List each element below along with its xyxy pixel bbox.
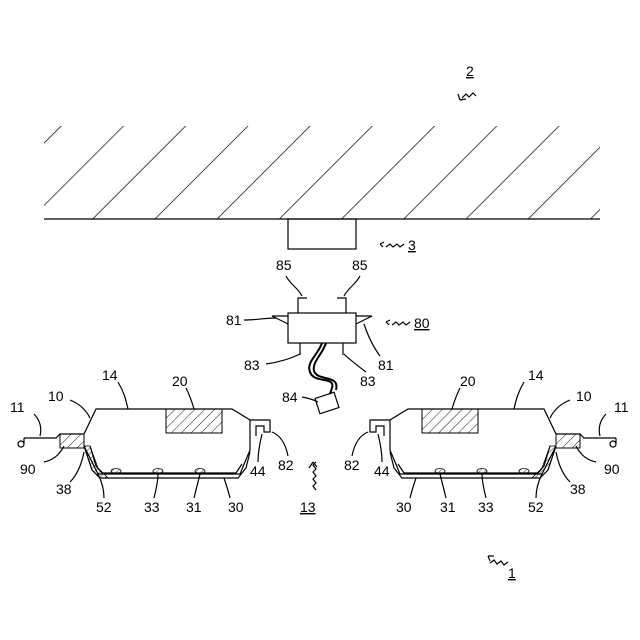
leader-10-left [70, 400, 90, 418]
label-52-left: 52 [96, 499, 112, 515]
label-38-right: 38 [570, 481, 586, 497]
leader-20-right [452, 388, 460, 409]
leader-38-left [70, 452, 84, 482]
label-30-left: 30 [228, 499, 244, 515]
label-33-left: 33 [144, 499, 160, 515]
label-44-right: 44 [374, 463, 390, 479]
leader-3 [380, 242, 404, 247]
label-33-right: 33 [478, 499, 494, 515]
leader-85-right [344, 276, 360, 296]
label-30-right: 30 [396, 499, 412, 515]
label-20-right: 20 [460, 373, 476, 389]
label-38-left: 38 [56, 481, 72, 497]
label-10-right: 10 [576, 388, 592, 404]
label-14-left: 14 [102, 367, 118, 383]
label-82-right: 82 [344, 457, 360, 473]
label-44-left: 44 [250, 463, 266, 479]
label-20-left: 20 [172, 373, 188, 389]
label-80: 80 [414, 315, 430, 331]
leader-81-left [244, 318, 276, 320]
label-85-left: 85 [276, 257, 292, 273]
label-84: 84 [282, 389, 298, 405]
leader-81-right [364, 324, 380, 356]
label-31-right: 31 [440, 499, 456, 515]
label-85-right: 85 [352, 257, 368, 273]
leader-83-right [344, 354, 366, 372]
leader-11-right [599, 414, 606, 436]
label-10-left: 10 [48, 388, 64, 404]
leader-2 [458, 93, 476, 100]
label-81-right: 81 [378, 357, 394, 373]
leader-11-left [34, 414, 41, 436]
label-52-right: 52 [528, 499, 544, 515]
label-1: 1 [508, 565, 516, 581]
label-90-right: 90 [604, 461, 620, 477]
label-11-right: 11 [614, 399, 629, 415]
ceiling [44, 126, 600, 219]
leader-83-left [266, 354, 300, 364]
label-90-left: 90 [20, 461, 36, 477]
leader-82-left [272, 432, 288, 456]
leader-44-right [378, 434, 382, 462]
ceiling-mount [288, 219, 356, 249]
leader-44-left [258, 434, 262, 462]
leader-30-left [224, 478, 230, 498]
label-83-right: 83 [360, 373, 376, 389]
leader-85-left [286, 276, 302, 296]
leader-82-right [352, 432, 368, 456]
leader-14-right [514, 382, 524, 409]
label-83-left: 83 [244, 357, 260, 373]
label-82-left: 82 [278, 457, 294, 473]
label-31-left: 31 [186, 499, 202, 515]
leader-1 [488, 556, 508, 565]
label-14-right: 14 [528, 367, 544, 383]
label-2: 2 [466, 63, 474, 79]
leader-38-right [556, 452, 570, 482]
leader-20-left [186, 388, 194, 409]
leader-14-left [118, 382, 128, 409]
leader-10-right [550, 400, 570, 418]
leader-13 [309, 462, 317, 490]
label-13: 13 [300, 499, 316, 515]
label-81-left: 81 [226, 312, 242, 328]
leader-80 [386, 320, 410, 325]
lamp-unit-left [18, 409, 270, 478]
lamp-unit-right [370, 409, 616, 478]
label-11-left: 11 [10, 399, 25, 415]
label-3: 3 [408, 237, 416, 253]
leader-30-right [410, 478, 416, 498]
